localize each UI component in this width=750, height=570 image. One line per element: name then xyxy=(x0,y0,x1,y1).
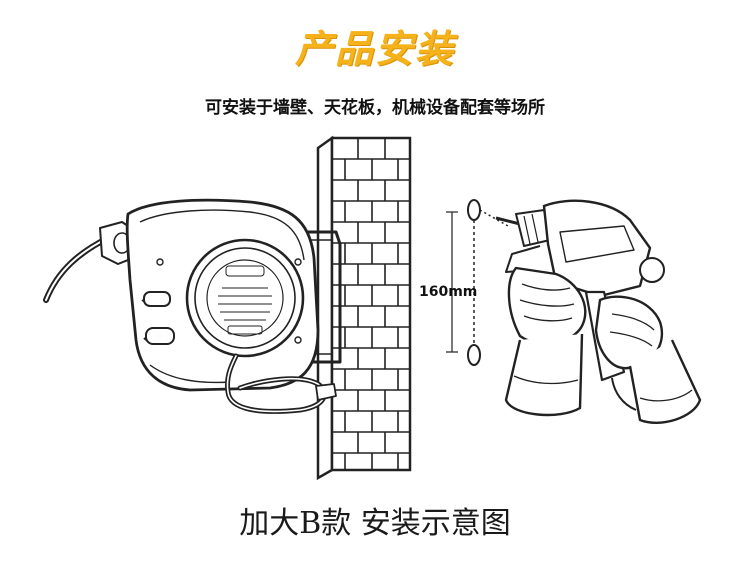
hole-spacing-label: 160mm xyxy=(419,284,477,300)
installation-caption: 加大B款 安装示意图 xyxy=(239,506,511,541)
page-title: 产品安装 xyxy=(294,27,455,71)
power-drill-icon xyxy=(495,199,702,424)
installation-subtitle: 可安装于墙壁、天花板，机械设备配套等场所 xyxy=(205,98,545,118)
brick-wall-icon xyxy=(316,135,412,481)
hose-reel-icon xyxy=(43,198,342,414)
hole-spacing-marker xyxy=(446,199,509,366)
